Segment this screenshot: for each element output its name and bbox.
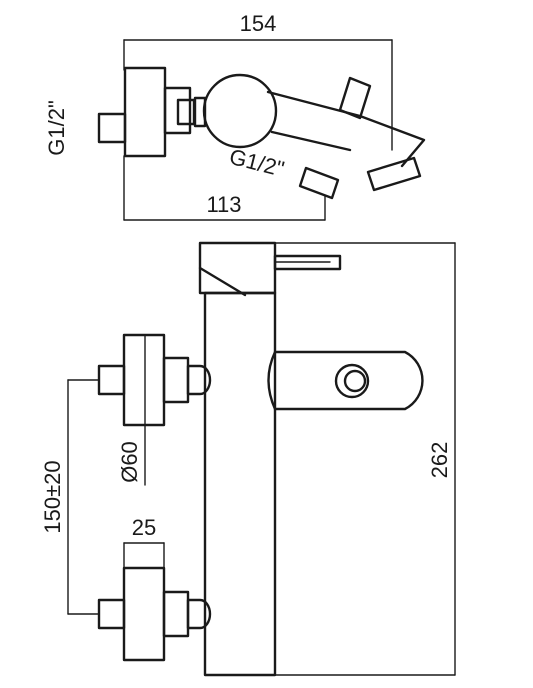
inlet-thread-label: G1/2" xyxy=(44,100,69,156)
lower-flange-neck xyxy=(162,590,190,638)
upper-union-nut xyxy=(186,364,212,396)
front-view: 262 150±20 Ø60 xyxy=(40,241,456,677)
flange-neck xyxy=(163,86,192,135)
flange-depth-label: 25 xyxy=(132,515,156,540)
upper-inlet-pipe xyxy=(97,364,126,396)
upper-wall-flange xyxy=(122,333,166,427)
spout-outline xyxy=(266,90,426,168)
inlet-connector xyxy=(97,112,127,144)
height-label: 262 xyxy=(427,442,452,479)
lever-handle xyxy=(338,76,372,120)
mixer-body xyxy=(203,291,277,677)
cartridge-bevel xyxy=(198,266,247,297)
top-view: 154 G1/2" G1/2" 113 xyxy=(44,11,426,221)
overall-width-label: 154 xyxy=(240,11,277,36)
mixer-body-top xyxy=(202,73,278,149)
diverter-tip xyxy=(366,156,422,192)
diverter-button xyxy=(343,369,367,393)
inlet-depth-label: 113 xyxy=(206,192,241,217)
flange-diameter-label: Ø60 xyxy=(117,441,142,483)
flange-nut xyxy=(176,98,196,126)
body-connector xyxy=(193,96,207,128)
spout-side xyxy=(267,350,424,411)
wall-flange xyxy=(123,66,167,158)
cartridge-head xyxy=(198,241,277,295)
spout-lower-edge xyxy=(270,130,352,152)
outlet-thread-label: G1/2" xyxy=(227,144,287,182)
diverter-knob xyxy=(334,363,370,399)
lower-wall-flange xyxy=(122,566,166,662)
inlet-spacing-label: 150±20 xyxy=(40,460,65,533)
lower-inlet-pipe xyxy=(97,598,126,630)
shower-outlet xyxy=(298,166,340,200)
upper-flange-neck xyxy=(162,356,190,404)
lower-union-nut xyxy=(186,598,212,630)
